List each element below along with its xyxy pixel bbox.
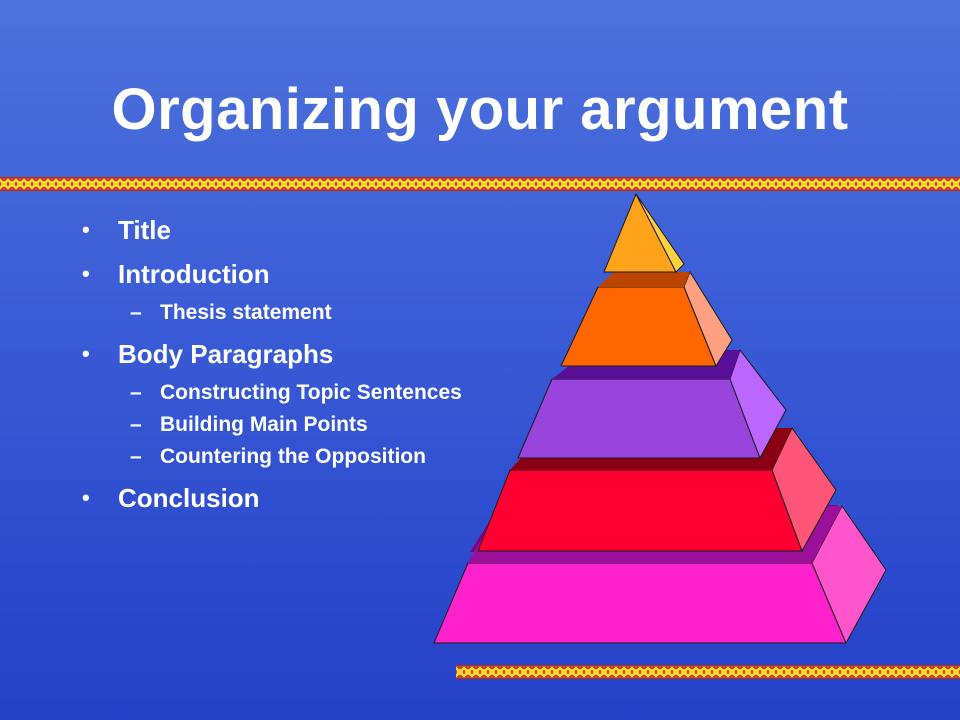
sub-bullet-item: – Thesis statement	[82, 298, 462, 328]
sub-bullet-text: Building Main Points	[160, 413, 368, 436]
bullet-item: • Introduction	[82, 258, 462, 290]
bullet-list: • Title • Introduction – Thesis statemen…	[82, 214, 462, 526]
bullet-text: Body Paragraphs	[118, 339, 334, 369]
bullet-item: • Title	[82, 214, 462, 246]
sub-bullet-text: Countering the Opposition	[160, 445, 426, 468]
sub-bullet-item: – Constructing Topic Sentences	[82, 378, 462, 408]
slide-title: Organizing your argument	[111, 77, 849, 142]
pyramid-level-1-front	[603, 192, 677, 273]
bullet-item: • Body Paragraphs	[82, 338, 462, 370]
pyramid-level-1-side	[635, 193, 685, 273]
pyramid-level-2-cap	[598, 272, 690, 287]
sub-bullet-dash: –	[130, 413, 142, 436]
pyramid-level-5-front	[433, 562, 847, 644]
decorative-band-top	[0, 177, 960, 191]
bullet-text: Introduction	[118, 259, 270, 289]
pyramid-graphic	[433, 192, 887, 645]
sub-bullet-text: Thesis statement	[160, 301, 332, 324]
pyramid-level-2	[560, 270, 733, 368]
decorative-band-bottom	[456, 665, 960, 679]
pyramid-level-1	[603, 192, 685, 273]
bullet-dot: •	[82, 485, 90, 510]
bullet-dot: •	[82, 341, 90, 366]
bullet-text: Title	[118, 215, 171, 245]
sub-bullet-item: – Building Main Points	[82, 410, 462, 440]
sub-bullet-group: – Thesis statement	[82, 298, 462, 328]
pyramid-level-3-front	[517, 378, 761, 459]
pyramid-level-4-front	[477, 469, 803, 552]
sub-bullet-dash: –	[130, 445, 142, 468]
bullet-item: • Conclusion	[82, 482, 462, 514]
sub-bullet-text: Constructing Topic Sentences	[160, 381, 462, 404]
sub-bullet-item: – Countering the Opposition	[82, 442, 462, 472]
sub-bullet-dash: –	[130, 381, 142, 404]
bullet-dot: •	[82, 217, 90, 242]
bullet-text: Conclusion	[118, 483, 260, 513]
sub-bullet-dash: –	[130, 301, 142, 324]
pyramid-level-3-side	[729, 348, 787, 460]
sub-bullet-group: – Constructing Topic Sentences – Buildin…	[82, 378, 462, 472]
bullet-dot: •	[82, 261, 90, 286]
